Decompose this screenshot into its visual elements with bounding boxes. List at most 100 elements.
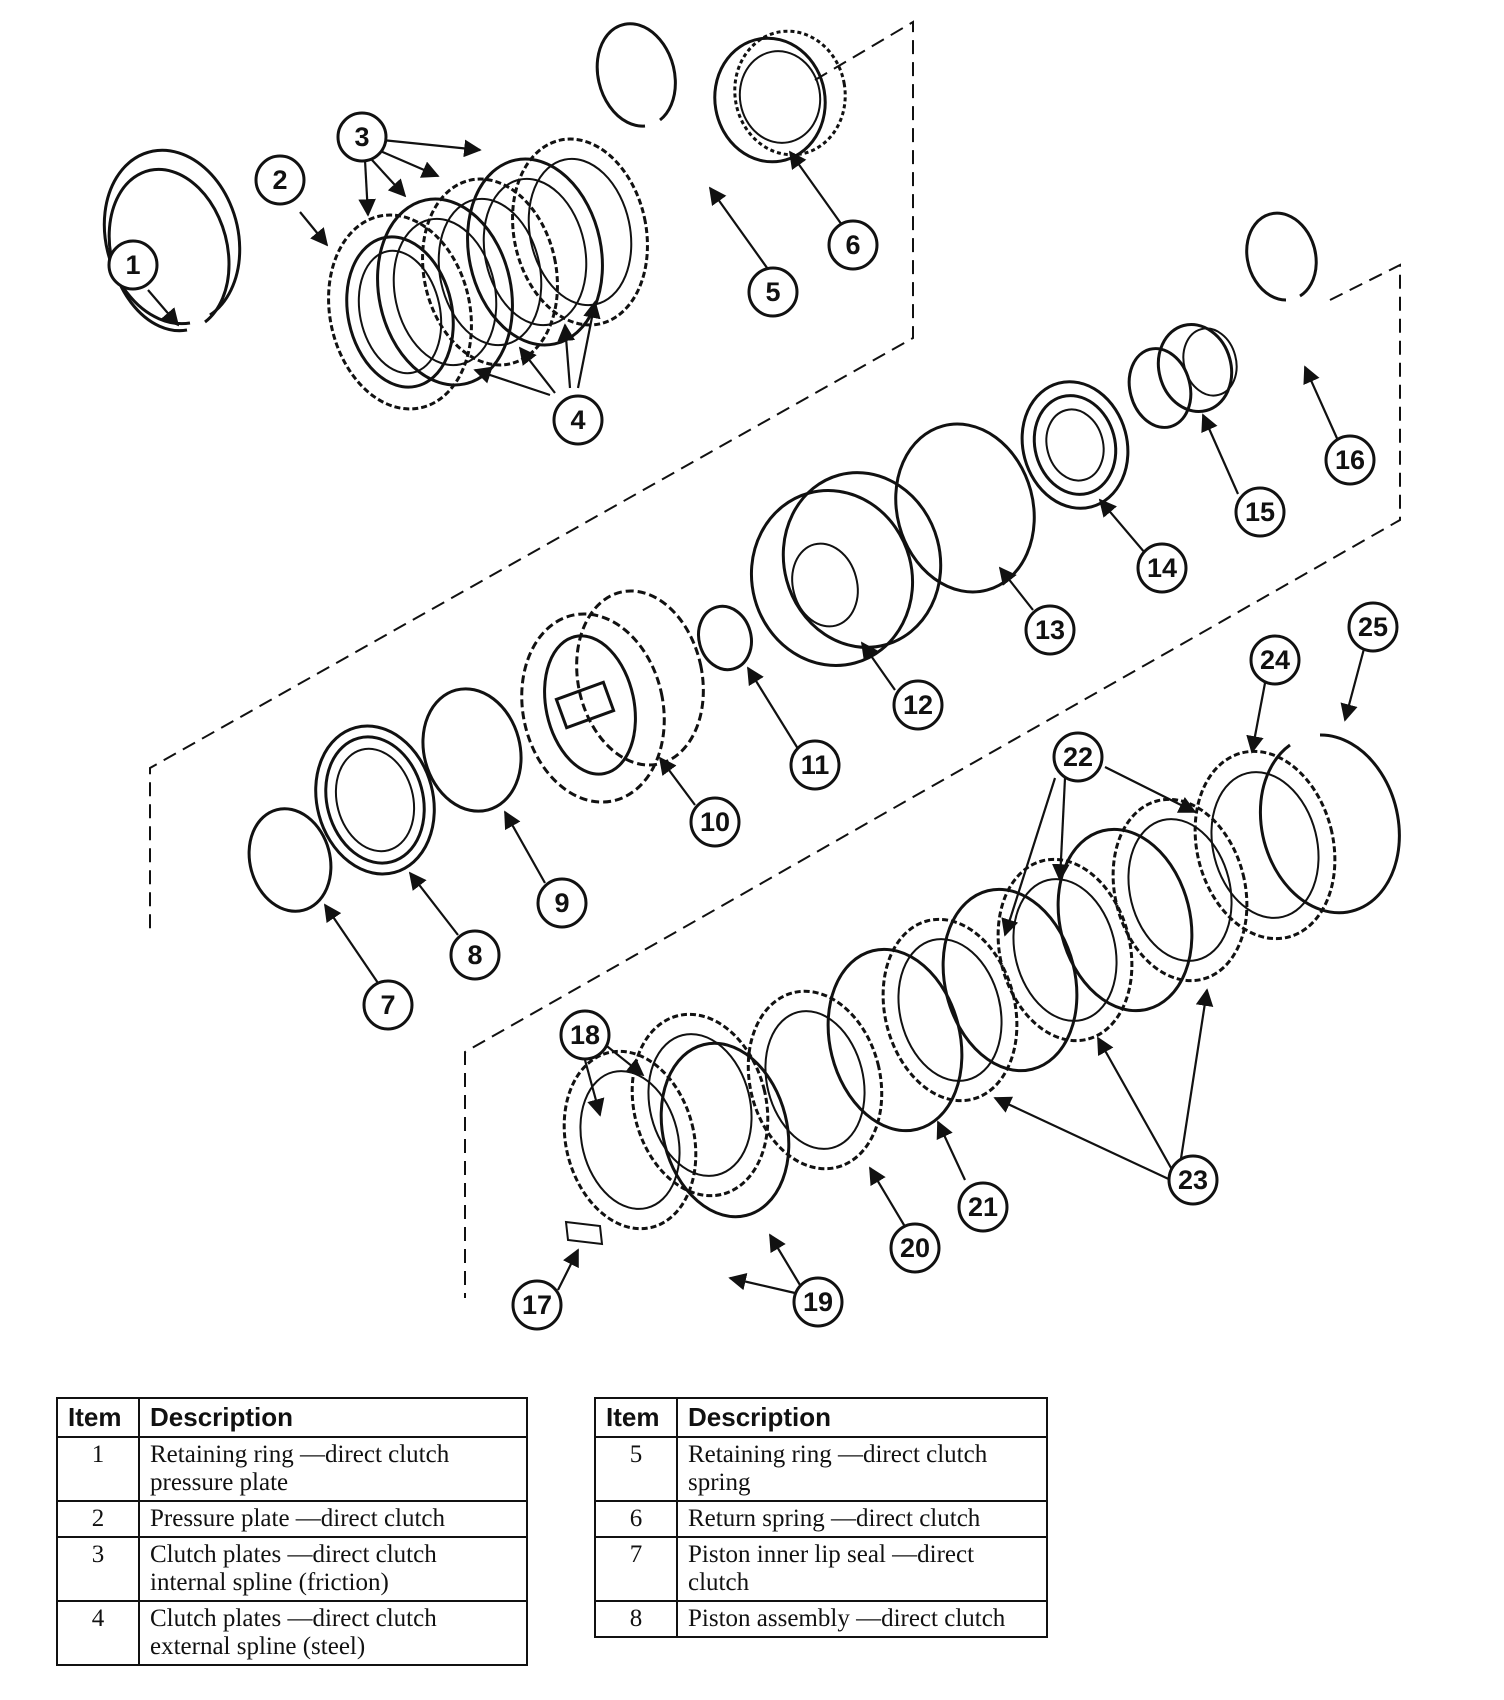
callout-23: 23 xyxy=(1167,1154,1219,1206)
callout-24: 24 xyxy=(1249,634,1301,686)
svg-text:23: 23 xyxy=(1178,1165,1208,1195)
item-description: Clutch plates —direct clutch internal sp… xyxy=(138,1536,528,1602)
part-7-piston-inner-lip-seal xyxy=(247,807,333,913)
item-column-header: Item xyxy=(56,1397,140,1438)
callout-16: 16 xyxy=(1324,434,1376,486)
item-number: 3 xyxy=(56,1536,140,1602)
svg-text:20: 20 xyxy=(900,1233,930,1263)
part-9-seal xyxy=(421,687,523,813)
svg-text:25: 25 xyxy=(1358,612,1388,642)
part-8-piston-assembly xyxy=(314,724,436,876)
svg-text:24: 24 xyxy=(1260,645,1290,675)
svg-text:18: 18 xyxy=(570,1020,600,1050)
callout-22: 22 xyxy=(1052,731,1104,783)
item-number: 4 xyxy=(56,1600,140,1666)
table-row: 5 Retaining ring —direct clutch spring xyxy=(594,1436,1048,1502)
part-1-retaining-ring xyxy=(102,148,242,333)
part-17-tab xyxy=(564,1220,604,1246)
part-16-retaining-ring xyxy=(1245,211,1318,302)
svg-text:19: 19 xyxy=(803,1287,833,1317)
callout-6: 6 xyxy=(827,219,879,271)
parts-3-4-clutch-pack-upper xyxy=(376,137,649,387)
item-description: Piston assembly —direct clutch xyxy=(676,1600,1048,1638)
item-column-header: Item xyxy=(594,1397,678,1438)
description-column-header: Description xyxy=(676,1397,1048,1438)
callout-21: 21 xyxy=(957,1181,1009,1233)
callout-1: 1 xyxy=(107,239,159,291)
parts-table-left: Item Description 1 Retaining ring —direc… xyxy=(56,1397,528,1666)
table-header-row: Item Description xyxy=(56,1397,528,1438)
callout-12: 12 xyxy=(892,679,944,731)
table-row: 6 Return spring —direct clutch xyxy=(594,1500,1048,1538)
svg-text:6: 6 xyxy=(845,230,860,260)
item-description: Return spring —direct clutch xyxy=(676,1500,1048,1538)
svg-text:5: 5 xyxy=(765,277,780,307)
item-description: Retaining ring —direct clutch spring xyxy=(676,1436,1048,1502)
svg-text:15: 15 xyxy=(1245,497,1275,527)
callout-4: 4 xyxy=(552,394,604,446)
svg-text:2: 2 xyxy=(272,165,287,195)
parts-20-24-clutch-pack-lower xyxy=(746,749,1337,1171)
part-15-spring xyxy=(1127,322,1238,429)
part-6-return-spring xyxy=(713,29,847,164)
callout-13: 13 xyxy=(1024,604,1076,656)
table-row: 8 Piston assembly —direct clutch xyxy=(594,1600,1048,1638)
svg-text:8: 8 xyxy=(467,940,482,970)
callout-3: 3 xyxy=(336,111,388,163)
table-row: 4 Clutch plates —direct clutch external … xyxy=(56,1600,528,1666)
svg-text:3: 3 xyxy=(354,122,369,152)
svg-text:12: 12 xyxy=(903,690,933,720)
callout-11: 11 xyxy=(789,739,841,791)
svg-text:21: 21 xyxy=(968,1192,998,1222)
part-10-clutch-hub xyxy=(520,589,705,804)
item-description: Retaining ring —direct clutch pressure p… xyxy=(138,1436,528,1502)
svg-text:17: 17 xyxy=(522,1290,552,1320)
item-number: 5 xyxy=(594,1436,678,1502)
part-12-piston-housing xyxy=(749,471,943,667)
item-number: 2 xyxy=(56,1500,140,1538)
callout-9: 9 xyxy=(536,877,588,929)
item-number: 6 xyxy=(594,1500,678,1538)
item-number: 7 xyxy=(594,1536,678,1602)
callout-5: 5 xyxy=(747,266,799,318)
alignment-lines xyxy=(149,20,1401,1298)
svg-text:9: 9 xyxy=(554,888,569,918)
leader-lines xyxy=(147,138,1367,1295)
svg-text:16: 16 xyxy=(1335,445,1365,475)
svg-text:14: 14 xyxy=(1147,553,1177,583)
svg-text:10: 10 xyxy=(700,807,730,837)
table-row: 7 Piston inner lip seal —direct clutch xyxy=(594,1536,1048,1602)
callout-14: 14 xyxy=(1136,542,1188,594)
part-5-retaining-ring xyxy=(595,22,677,128)
description-column-header: Description xyxy=(138,1397,528,1438)
parts-table-right: Item Description 5 Retaining ring —direc… xyxy=(594,1397,1048,1638)
exploded-view-diagram: 1 2 3 4 5 6 7 8 9 10 11 12 13 14 15 16 1… xyxy=(102,20,1401,1331)
svg-text:1: 1 xyxy=(125,250,140,280)
callout-10: 10 xyxy=(689,796,741,848)
item-number: 8 xyxy=(594,1600,678,1638)
item-description: Piston inner lip seal —direct clutch xyxy=(676,1536,1048,1602)
part-25-retaining-ring xyxy=(1258,733,1401,915)
callout-7: 7 xyxy=(362,979,414,1031)
svg-text:22: 22 xyxy=(1063,742,1093,772)
callout-2: 2 xyxy=(254,154,306,206)
item-number: 1 xyxy=(56,1436,140,1502)
parts-18-19-plates xyxy=(562,1012,791,1231)
callout-8: 8 xyxy=(449,929,501,981)
part-11-seal xyxy=(697,604,753,672)
part-14-piston xyxy=(1020,380,1130,510)
svg-text:4: 4 xyxy=(570,405,585,435)
table-row: 2 Pressure plate —direct clutch xyxy=(56,1500,528,1538)
callout-19: 19 xyxy=(792,1276,844,1328)
part-13-seal xyxy=(894,422,1036,594)
svg-text:11: 11 xyxy=(801,750,830,780)
svg-text:13: 13 xyxy=(1035,615,1065,645)
part-2-pressure-plate xyxy=(327,213,473,411)
callout-18: 18 xyxy=(559,1009,611,1061)
callout-20: 20 xyxy=(889,1222,941,1274)
callout-17: 17 xyxy=(511,1279,563,1331)
table-header-row: Item Description xyxy=(594,1397,1048,1438)
callout-25: 25 xyxy=(1347,601,1399,653)
table-row: 1 Retaining ring —direct clutch pressure… xyxy=(56,1436,528,1502)
table-row: 3 Clutch plates —direct clutch internal … xyxy=(56,1536,528,1602)
